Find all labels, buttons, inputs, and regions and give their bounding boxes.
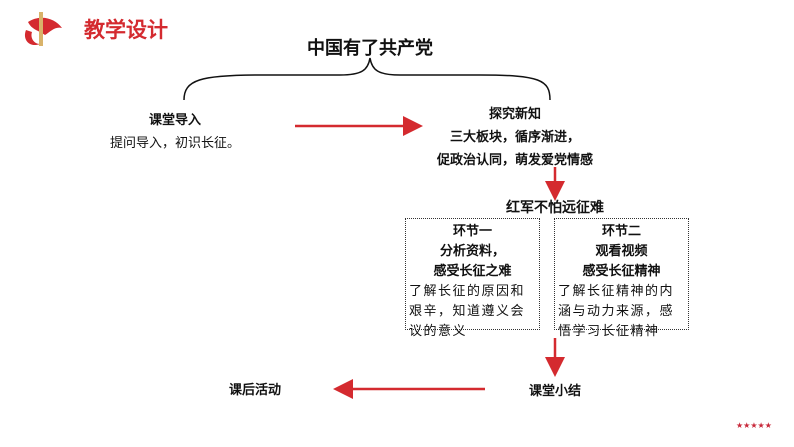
explore-line: 促政治认同，萌发爱党情感 bbox=[436, 153, 593, 168]
page-title: 教学设计 bbox=[84, 18, 168, 42]
main-title: 中国有了共产党 bbox=[307, 38, 433, 59]
part1-box: 环节一 分析资料， 感受长征之难 了解长征的原因和 艰辛，知道遵义会 议的意义 bbox=[405, 218, 540, 339]
after-class-title: 课后活动 bbox=[228, 383, 281, 398]
part1-desc: 艰辛，知道遵义会 bbox=[409, 304, 526, 319]
explore-title: 探究新知 bbox=[488, 107, 541, 122]
star-rating-decoration: ★★★★★ bbox=[736, 421, 772, 430]
part1-heading: 环节一 bbox=[452, 224, 492, 239]
theme-title: 红军不怕远征难 bbox=[506, 200, 604, 216]
part2-heading: 环节二 bbox=[601, 224, 641, 239]
part2-desc: 悟学习长征精神 bbox=[558, 324, 660, 339]
curly-brace bbox=[183, 57, 551, 101]
part2-heading: 感受长征精神 bbox=[582, 264, 661, 279]
intro-desc: 提问导入，初识长征。 bbox=[109, 136, 240, 151]
part2-heading: 观看视频 bbox=[595, 244, 648, 259]
part1-heading: 分析资料， bbox=[439, 244, 505, 259]
summary-title: 课堂小结 bbox=[528, 384, 581, 399]
part1-heading: 感受长征之难 bbox=[433, 264, 512, 279]
part1-desc: 了解长征的原因和 bbox=[409, 284, 526, 299]
part1-desc: 议的意义 bbox=[409, 324, 468, 339]
intro-title: 课堂导入 bbox=[148, 113, 201, 128]
part2-desc: 了解长征精神的内 bbox=[558, 284, 675, 299]
part2-desc: 涵与动力来源，感 bbox=[558, 304, 675, 319]
part2-box: 环节二 观看视频 感受长征精神 了解长征精神的内 涵与动力来源，感 悟学习长征精… bbox=[554, 218, 689, 339]
explore-line: 三大板块，循序渐进， bbox=[449, 130, 580, 145]
red-flag-logo bbox=[24, 12, 62, 46]
